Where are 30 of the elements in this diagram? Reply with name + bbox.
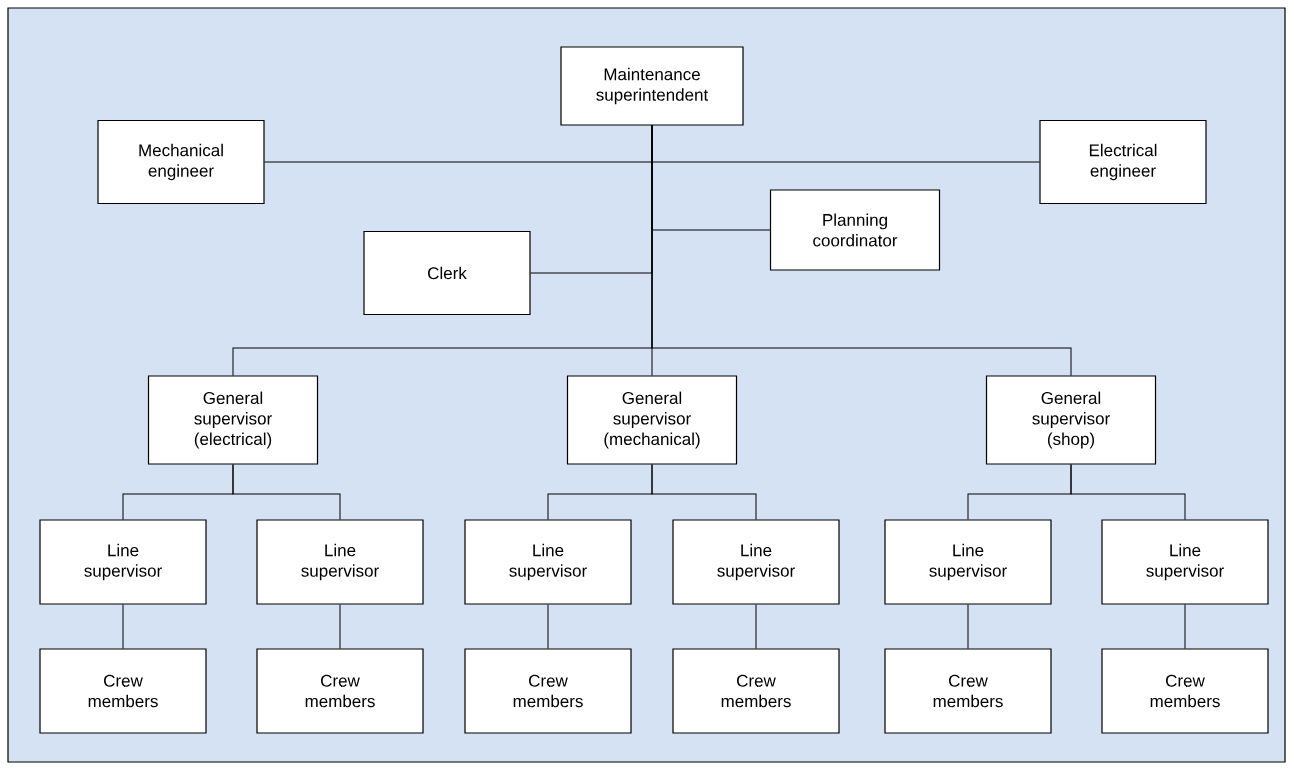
- connector-line: [651, 125, 1072, 376]
- connector-line: [1184, 604, 1186, 649]
- role-box: Crew members: [672, 648, 840, 734]
- role-box: Line supervisor: [672, 519, 840, 605]
- role-box: Line supervisor: [39, 519, 207, 605]
- connector-line: [1070, 464, 1186, 520]
- role-box: Crew members: [464, 648, 632, 734]
- role-box: Line supervisor: [464, 519, 632, 605]
- role-box: Crew members: [256, 648, 424, 734]
- role-box: Mechanical engineer: [97, 119, 265, 205]
- role-box: Maintenance superintendent: [560, 46, 744, 126]
- role-box: Crew members: [1101, 648, 1269, 734]
- connector-line: [755, 604, 757, 649]
- role-box: Line supervisor: [256, 519, 424, 605]
- role-box: Crew members: [39, 648, 207, 734]
- connector-line: [122, 604, 124, 649]
- connector-line: [651, 464, 757, 520]
- role-box: Crew members: [884, 648, 1052, 734]
- connector-line: [967, 604, 969, 649]
- role-box: Planning coordinator: [769, 189, 941, 271]
- role-box: General supervisor (electrical): [147, 375, 319, 465]
- role-box: Electrical engineer: [1039, 119, 1207, 205]
- role-box: Clerk: [363, 230, 531, 316]
- connector-line: [339, 604, 341, 649]
- role-box: Line supervisor: [1101, 519, 1269, 605]
- role-box: Line supervisor: [884, 519, 1052, 605]
- connector-line: [232, 464, 341, 520]
- role-box: General supervisor (shop): [985, 375, 1157, 465]
- connector-line: [547, 604, 549, 649]
- role-box: General supervisor (mechanical): [566, 375, 738, 465]
